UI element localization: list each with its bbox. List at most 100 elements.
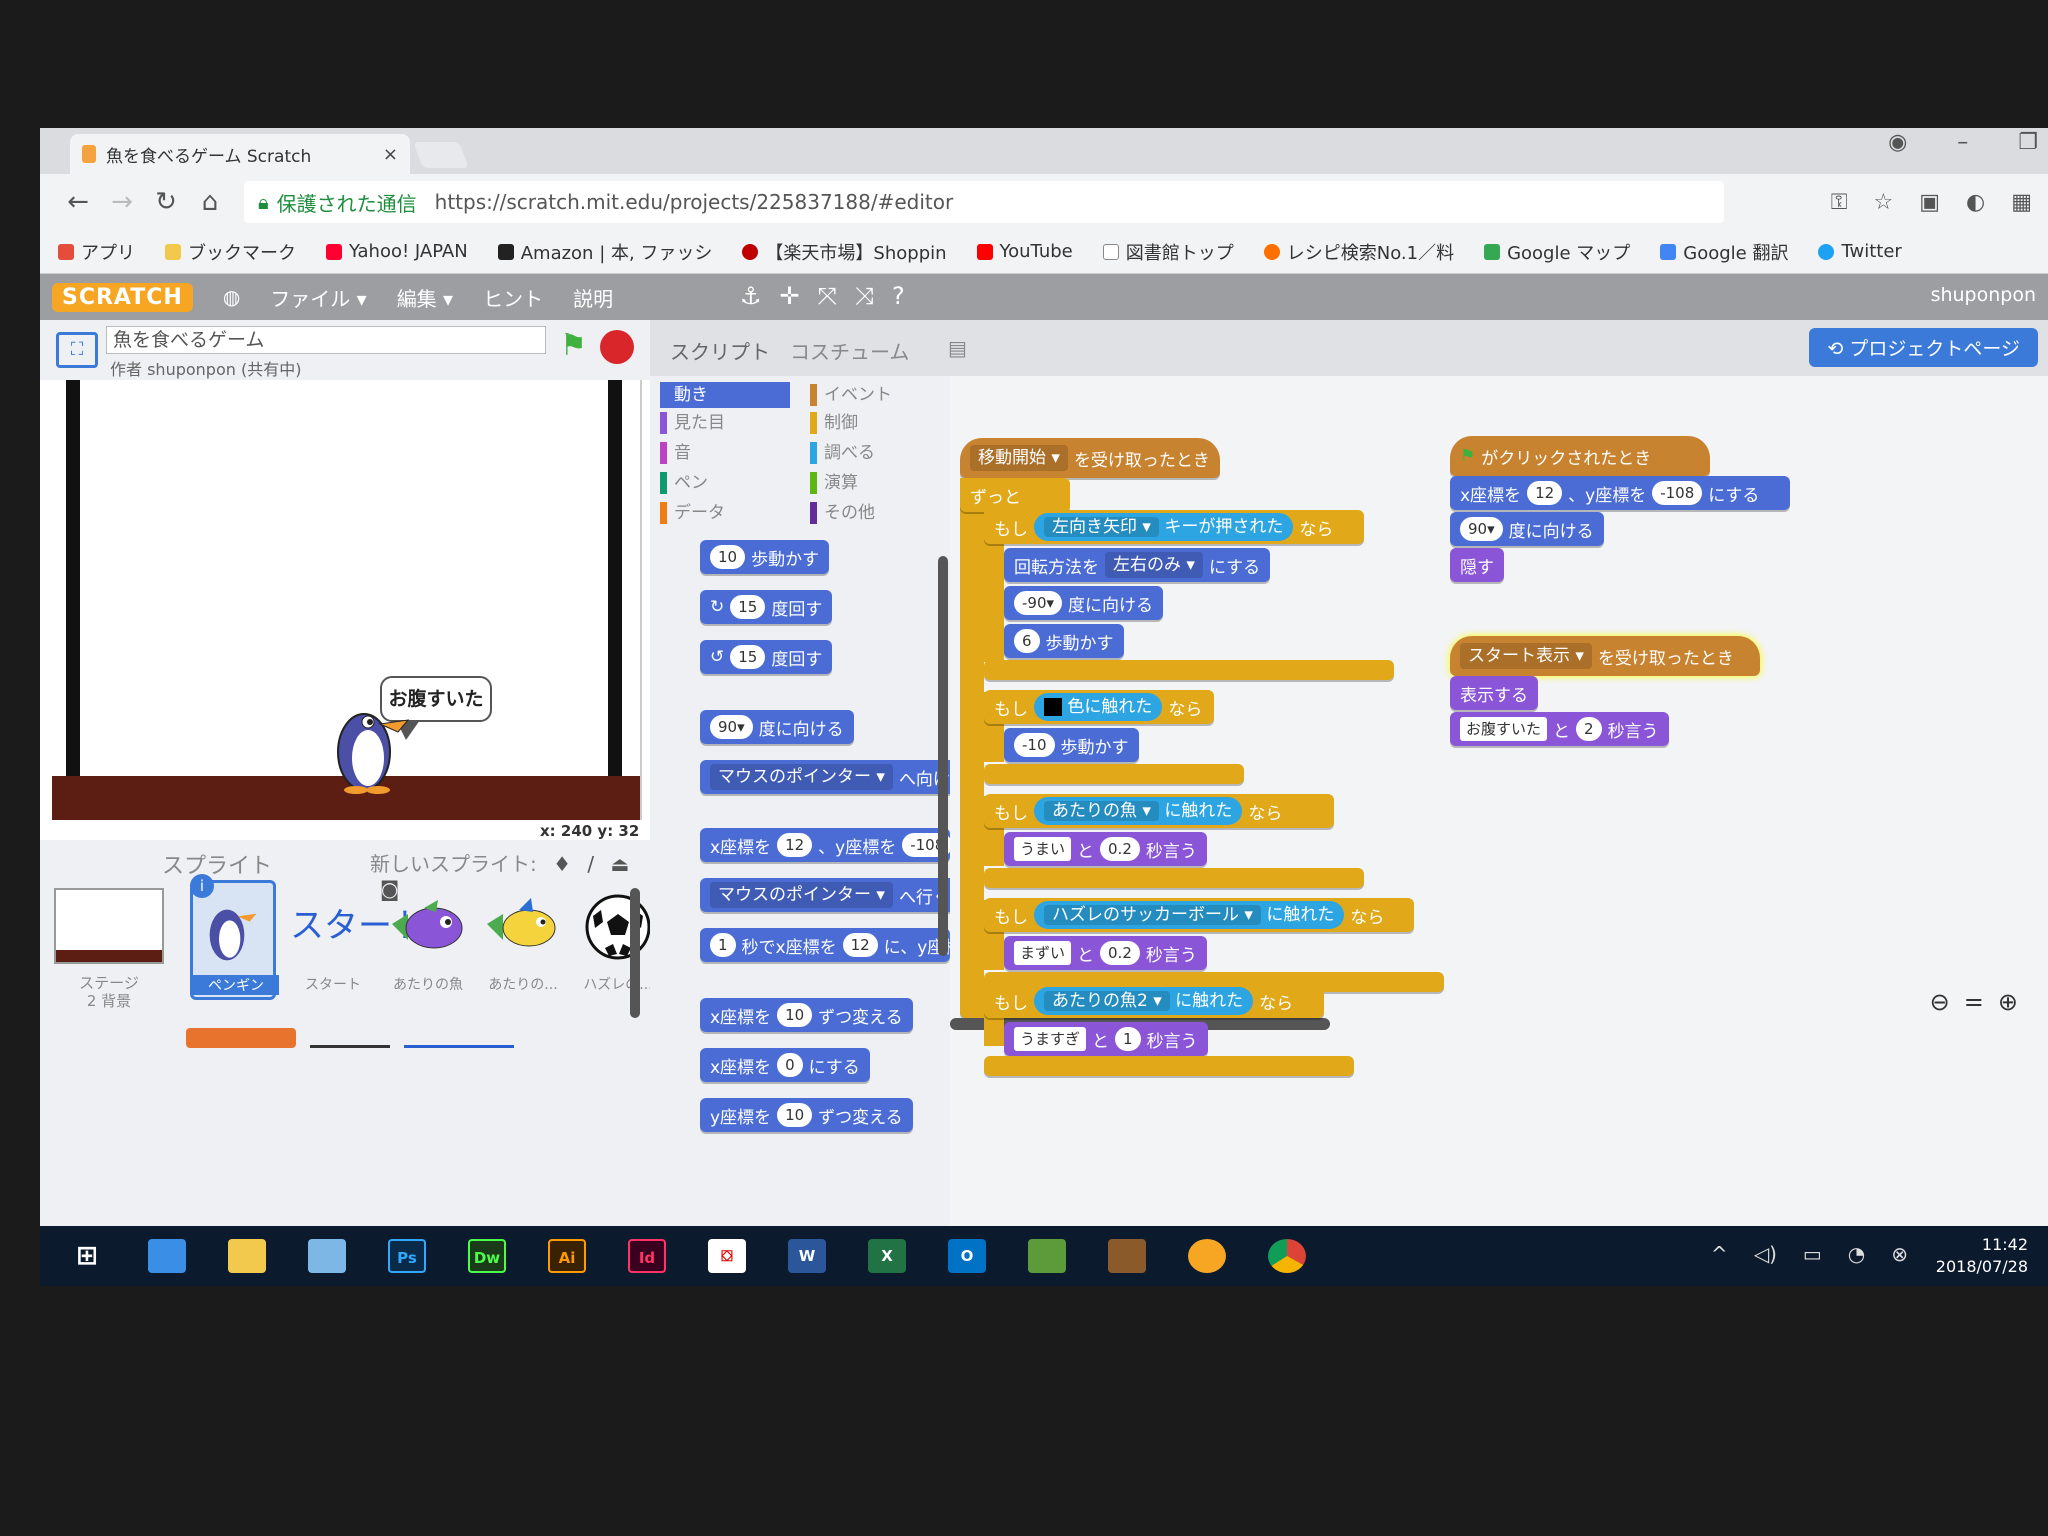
windows-start-icon[interactable]: ⊞ xyxy=(76,1241,98,1271)
menu-tips[interactable]: ヒント xyxy=(483,286,544,311)
sprite-soccer-ball[interactable]: ハズレの... xyxy=(575,880,661,1000)
category-data[interactable]: データ xyxy=(660,500,790,526)
desktop-icon[interactable] xyxy=(148,1239,186,1273)
stage-thumbnail[interactable] xyxy=(54,888,164,964)
category-control[interactable]: 制御 xyxy=(810,410,940,436)
battery-icon[interactable]: ▭ xyxy=(1802,1242,1822,1266)
bookmark-item[interactable]: Google マップ xyxy=(1484,239,1630,265)
cut-tool-icon[interactable]: ✛ xyxy=(779,282,800,310)
block-point-towards[interactable]: マウスのポインター ▾へ向ける xyxy=(700,760,977,794)
acrobat-icon[interactable]: ⛋ xyxy=(708,1239,746,1273)
category-pen[interactable]: ペン xyxy=(660,470,790,496)
block-if-key-pressed[interactable]: もし左向き矢印 ▾ キーが押されたなら xyxy=(984,510,1364,544)
help-tool-icon[interactable]: ? xyxy=(892,282,905,310)
indesign-icon[interactable]: Id xyxy=(628,1239,666,1273)
duplicate-tool-icon[interactable]: ⚓︎ xyxy=(740,282,762,310)
bookmark-item[interactable]: Amazon | 本, ファッシ xyxy=(497,239,712,265)
block-show[interactable]: 表示する xyxy=(1450,676,1538,710)
extension-icon[interactable]: ◐ xyxy=(1966,189,1986,215)
stage[interactable]: お腹すいた xyxy=(52,380,642,820)
sprite-partial[interactable] xyxy=(186,1028,296,1048)
project-title-input[interactable]: 魚を食べるゲーム xyxy=(106,326,546,354)
home-icon[interactable]: ⌂ xyxy=(201,187,219,217)
zoom-in-icon[interactable]: ⊕ xyxy=(1997,988,2018,1016)
file-explorer-icon[interactable] xyxy=(228,1239,266,1273)
extension-icon[interactable]: ▦ xyxy=(2011,189,2032,215)
tab-costumes[interactable]: コスチューム xyxy=(790,340,910,364)
category-motion[interactable]: 動き xyxy=(660,382,790,408)
block-when-receive-move[interactable]: 移動開始 ▾を受け取ったとき xyxy=(960,438,1220,478)
key-icon[interactable]: ⚿ xyxy=(1830,189,1848,215)
sprite-partial[interactable] xyxy=(310,1028,390,1048)
chevron-up-icon[interactable]: ^ xyxy=(1710,1242,1728,1266)
bookmark-item[interactable]: YouTube xyxy=(976,241,1073,262)
tab-scripts[interactable]: スクリプト xyxy=(670,340,770,364)
block-if-touching-fish2[interactable]: もしあたりの魚2 ▾ に触れたなら xyxy=(984,984,1324,1018)
block-if-touching-color[interactable]: もし 色に触れたなら xyxy=(984,690,1214,724)
category-sensing[interactable]: 調べる xyxy=(810,440,940,466)
star-icon[interactable]: ☆ xyxy=(1873,189,1894,215)
block-point-direction[interactable]: 90▾度に向ける xyxy=(700,710,854,744)
category-sound[interactable]: 音 xyxy=(660,440,790,466)
username[interactable]: shuponpon xyxy=(1930,284,2036,306)
maximize-icon[interactable]: ❐ xyxy=(2018,130,2038,155)
profile-icon[interactable]: ◉ xyxy=(1888,130,1908,155)
app-icon[interactable] xyxy=(1108,1239,1146,1273)
minecraft-icon[interactable] xyxy=(1028,1239,1066,1273)
sprite-start[interactable]: スタート スタート xyxy=(290,880,426,1000)
menu-edit[interactable]: 編集 ▾ xyxy=(396,286,454,311)
excel-icon[interactable]: X xyxy=(868,1239,906,1273)
address-bar[interactable]: 🔒︎ 保護された通信 https://scratch.mit.edu/proje… xyxy=(244,181,1724,223)
reload-icon[interactable]: ↻ xyxy=(155,187,177,217)
scratch-logo[interactable]: SCRATCH xyxy=(52,282,193,312)
block-point-direction[interactable]: 90▾度に向ける xyxy=(1450,512,1604,546)
notification-icon[interactable]: ⊗ xyxy=(1891,1242,1908,1266)
bookmark-item[interactable]: 【楽天市場】Shoppin xyxy=(742,239,947,265)
sprite-partial[interactable] xyxy=(404,1028,514,1048)
photoshop-icon[interactable]: Ps xyxy=(388,1239,426,1273)
category-looks[interactable]: 見た目 xyxy=(660,410,790,436)
camera-icon[interactable]: ◙ xyxy=(380,877,400,901)
extension-icon[interactable]: ▣ xyxy=(1919,189,1940,215)
tab-close-icon[interactable]: × xyxy=(382,143,398,165)
block-if-touching-ball[interactable]: もしハズレのサッカーボール ▾ に触れたなら xyxy=(984,898,1414,932)
clock[interactable]: 11:42 2018/07/28 xyxy=(1935,1235,2028,1276)
new-tab-button[interactable] xyxy=(413,142,469,168)
paint-sprite-icon[interactable]: / xyxy=(587,852,595,876)
back-icon[interactable]: ← xyxy=(67,187,89,217)
globe-icon[interactable]: ◍ xyxy=(222,285,241,309)
minimize-icon[interactable]: – xyxy=(1957,130,1969,155)
wifi-icon[interactable]: ◔ xyxy=(1847,1242,1866,1266)
bookmark-item[interactable]: 図書館トップ xyxy=(1102,239,1234,265)
bookmark-item[interactable]: Yahoo! JAPAN xyxy=(326,241,468,262)
word-icon[interactable]: W xyxy=(788,1239,826,1273)
green-flag-icon[interactable]: ⚑ xyxy=(560,328,587,363)
block-when-flag-clicked[interactable]: ⚑がクリックされたとき xyxy=(1450,436,1710,476)
block-forever[interactable]: ずっと xyxy=(960,478,1070,512)
volume-icon[interactable]: ◁) xyxy=(1753,1242,1777,1266)
zoom-out-icon[interactable]: ⊖ xyxy=(1929,988,1950,1016)
stop-icon[interactable] xyxy=(600,330,634,364)
bookmark-item[interactable]: レシピ検索No.1／料 xyxy=(1263,239,1454,265)
choose-sprite-icon[interactable]: ♦ xyxy=(553,852,572,876)
category-more[interactable]: その他 xyxy=(810,500,940,526)
penguin-sprite[interactable] xyxy=(328,698,418,794)
bookmark-item[interactable]: Twitter xyxy=(1818,241,1902,262)
bookmark-item[interactable]: ブックマーク xyxy=(165,239,296,265)
dreamweaver-icon[interactable]: Dw xyxy=(468,1239,506,1273)
block-when-receive-start[interactable]: スタート表示 ▾を受け取ったとき xyxy=(1450,636,1760,676)
outlook-icon[interactable]: O xyxy=(948,1239,986,1273)
fullscreen-icon[interactable]: ⛶ xyxy=(56,332,98,368)
block-point-direction[interactable]: -90▾度に向ける xyxy=(1004,586,1164,620)
